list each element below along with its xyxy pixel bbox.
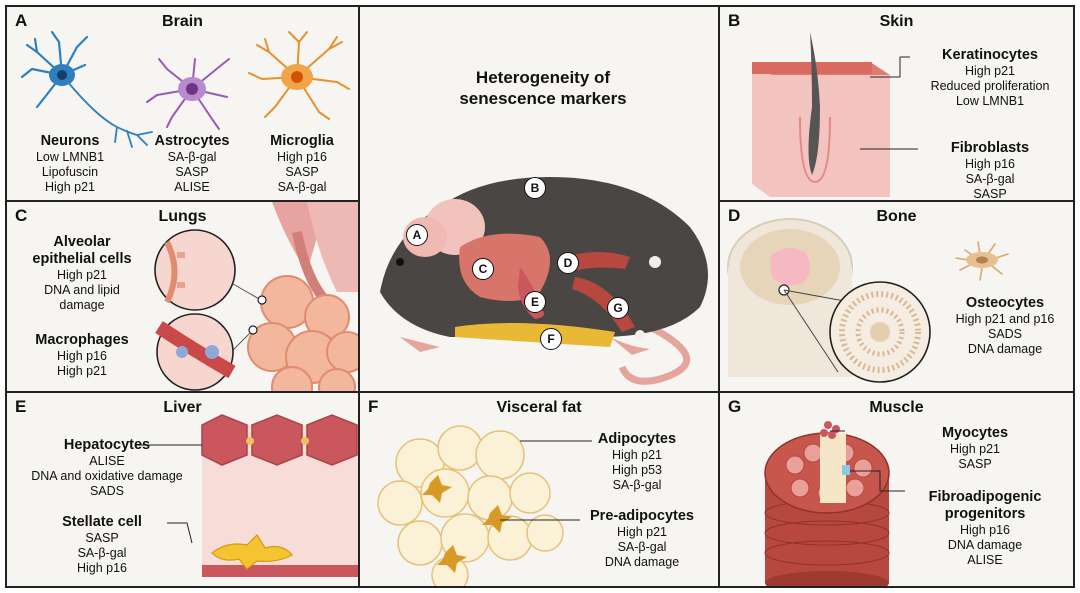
pre-adipocyte-icon <box>422 475 512 573</box>
adipocyte-cluster-icon <box>377 425 564 586</box>
adipocytes-label: Adipocytes High p21 High p53 SA-β-gal <box>597 431 677 492</box>
adipose-illustration <box>377 425 592 586</box>
panel-title: Skin <box>879 13 914 30</box>
diagram-title: Heterogeneity of senescence markers <box>459 68 627 108</box>
myocyte-fiber-icon <box>820 433 846 503</box>
fap-label: Fibroadipogenic progenitors High p16 DNA… <box>928 489 1042 567</box>
panel-title: Lungs <box>158 208 207 225</box>
microglia-label: Microglia High p16 SASP SA-β-gal <box>270 133 334 194</box>
panel-liver: E Liver Hepatocytes ALISE DNA and oxidat… <box>5 391 360 588</box>
osteocyte-icon <box>955 241 1009 281</box>
neurons-label: Neurons Low LMNB1 Lipofuscin High p21 <box>35 133 105 194</box>
badge-f: F <box>540 328 562 350</box>
macrophages-label: Macrophages High p16 High p21 <box>35 332 129 378</box>
panel-bone: D Bone Osteocytes High p21 and p16 SADS … <box>718 200 1075 393</box>
bone-illustration <box>727 218 1009 383</box>
neuron-icon <box>20 30 153 148</box>
badge-d: D <box>557 252 579 274</box>
badge-e: E <box>524 291 546 313</box>
osteocytes-label: Osteocytes High p21 and p16 SADS DNA dam… <box>955 295 1055 356</box>
alveoli-cluster-icon <box>247 275 358 391</box>
panel-center-mouse: Heterogeneity of senescence markers A B … <box>358 5 720 393</box>
panel-letter: F <box>368 397 379 416</box>
mouse-illustration <box>380 177 708 385</box>
microglia-icon <box>248 31 350 120</box>
panel-letter: E <box>15 397 27 416</box>
panel-visceral-fat: F Visceral fat Adipocytes High p21 High … <box>358 391 720 588</box>
alveolar-cells-label: Alveolar epithelial cells High p21 DNA a… <box>32 234 132 312</box>
badge-g: G <box>607 297 629 319</box>
panel-skin: B Skin Keratinocytes High p21 Reduced pr… <box>718 5 1075 202</box>
myocytes-label: Myocytes High p21 SASP <box>941 425 1009 471</box>
panel-title: Liver <box>163 399 202 416</box>
panel-muscle: G Muscle Myocytes High p21 SASP <box>718 391 1075 588</box>
mouse-fat-icon <box>455 323 615 347</box>
astrocytes-label: Astrocytes SA-β-gal SASP ALISE <box>154 133 230 194</box>
panel-title: Brain <box>162 13 203 30</box>
liver-illustration <box>137 414 358 577</box>
keratinocytes-label: Keratinocytes High p21 Reduced prolifera… <box>930 47 1050 108</box>
muscle-d-icon <box>565 252 630 272</box>
skin-illustration <box>752 32 918 197</box>
fap-cell-icon <box>842 465 850 475</box>
fibroblasts-label: Fibroblasts High p16 SA-β-gal SASP <box>950 140 1030 201</box>
panel-title: Bone <box>876 208 917 225</box>
panel-letter: B <box>728 11 741 30</box>
panel-letter: G <box>728 397 742 416</box>
hepatocytes-label: Hepatocytes ALISE DNA and oxidative dama… <box>31 437 183 498</box>
badge-c: C <box>472 258 494 280</box>
astrocyte-icon <box>146 58 230 130</box>
pre-adipocytes-label: Pre-adipocytes High p21 SA-β-gal DNA dam… <box>590 508 694 569</box>
panel-lungs: C Lungs <box>5 200 360 393</box>
hepatocyte-row-icon <box>201 414 358 466</box>
alveolar-zoom-icon <box>154 229 236 311</box>
skin-block-icon <box>752 62 890 197</box>
panel-letter: A <box>15 11 28 30</box>
brain-cells-illustration <box>20 30 350 148</box>
stellate-cell-icon <box>211 534 293 570</box>
stellate-cell-label: Stellate cell SASP SA-β-gal High p16 <box>62 514 142 575</box>
badge-b: B <box>524 177 546 199</box>
panel-letter: D <box>728 206 741 225</box>
panel-title: Visceral fat <box>496 399 582 416</box>
badge-a: A <box>406 224 428 246</box>
lungs-illustration <box>154 202 358 391</box>
muscle-illustration <box>764 421 905 586</box>
panel-title: Muscle <box>869 399 924 416</box>
panel-brain: A Brain Neurons Low LMNB1 <box>5 5 360 202</box>
panel-letter: C <box>15 206 28 225</box>
